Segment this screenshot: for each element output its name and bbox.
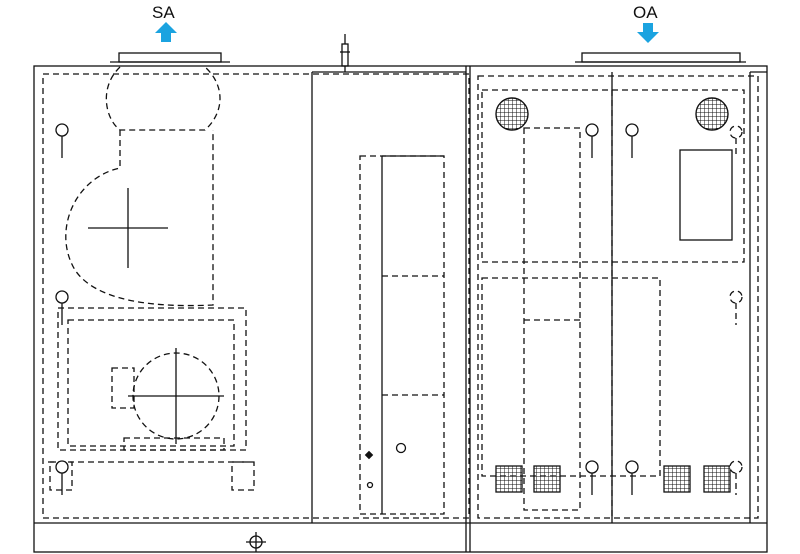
supply-duct-collar: [110, 52, 230, 63]
coil-section: [359, 155, 445, 515]
grille-square-4: [703, 465, 731, 493]
filter-section: [481, 89, 745, 518]
door-handle-right-7: [729, 460, 743, 495]
grille-square-3: [663, 465, 691, 493]
supply-air-arrow-up-icon: [155, 22, 177, 42]
top-sensor: [340, 34, 350, 76]
door-handle-left-mid: [55, 290, 69, 325]
door-handle-left-top: [55, 123, 69, 158]
door-handle-right-3: [729, 125, 743, 158]
door-handle-right-2: [625, 123, 639, 158]
outside-air-arrow-down-icon: [637, 23, 659, 43]
motor-assembly: [48, 307, 255, 491]
grille-square-2: [533, 465, 561, 493]
grille-round-left: [495, 97, 529, 131]
grille-round-right: [695, 97, 729, 131]
door-handle-right-5: [585, 460, 599, 495]
door-handle-left-bottom: [55, 460, 69, 495]
door-handle-right-1: [585, 123, 599, 158]
grille-square-1: [495, 465, 523, 493]
crosshair-circle-icon: [246, 532, 266, 552]
door-handle-right-4: [729, 290, 743, 325]
fan-housing: [65, 66, 221, 307]
cabinet-outline: [33, 65, 768, 553]
door-handle-right-6: [625, 460, 639, 495]
outside-air-label: OA: [633, 3, 658, 22]
outside-air-duct-collar: [575, 52, 746, 63]
supply-air-label: SA: [152, 3, 175, 22]
